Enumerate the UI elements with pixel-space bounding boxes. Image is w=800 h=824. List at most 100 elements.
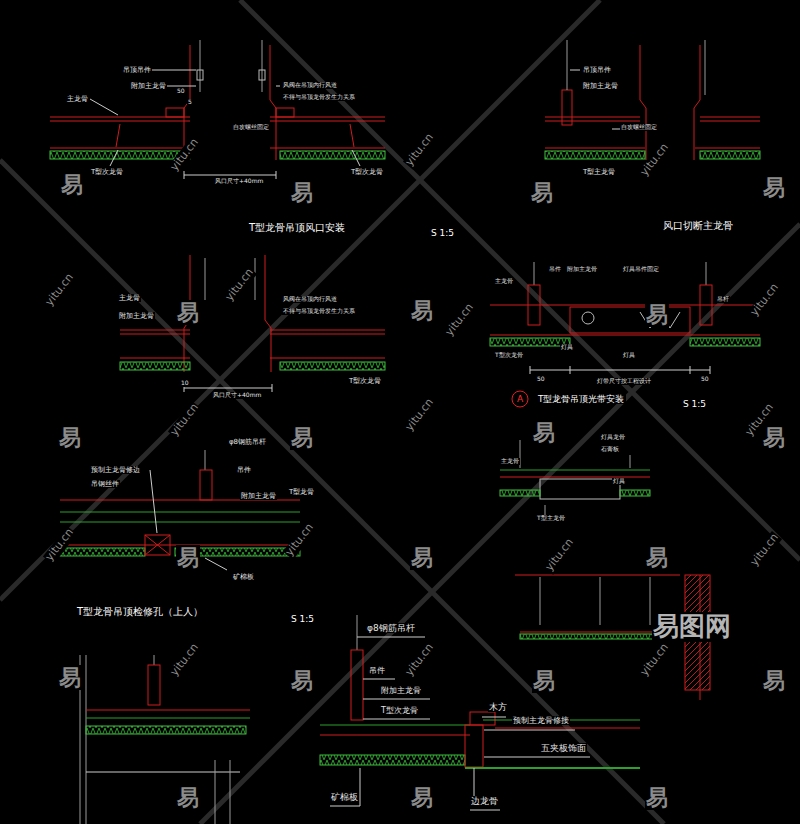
part-label: 边龙骨	[470, 796, 499, 806]
detail-title: 风口切断主龙骨	[662, 220, 734, 232]
part-label: 矿棉板	[330, 792, 359, 802]
part-label: 吊件	[548, 266, 562, 273]
watermark-url: yitu.cn	[403, 131, 437, 170]
watermark-url: yitu.cn	[223, 266, 257, 305]
part-label: 风口尺寸+40mm	[214, 178, 264, 185]
part-label: 灯具	[560, 344, 574, 351]
watermark-glyph: 易	[60, 172, 84, 197]
part-label: 灯具	[622, 352, 636, 359]
watermark-url: yitu.cn	[403, 641, 437, 680]
watermark-glyph: 易	[58, 665, 82, 690]
watermark-url: yitu.cn	[168, 136, 202, 175]
part-label: 5	[187, 99, 193, 106]
part-label: 吊顶吊件	[122, 66, 152, 74]
detail-title: T型龙骨吊顶光带安装	[537, 394, 626, 404]
watermark-url: yitu.cn	[638, 641, 672, 680]
part-label: 主龙骨	[494, 278, 514, 285]
watermark-glyph: 易	[58, 425, 82, 450]
part-label: 附加主龙骨	[130, 82, 167, 90]
part-label: 吊顶吊件	[582, 66, 612, 74]
part-label: 吊件	[368, 666, 386, 675]
part-label: 不得与吊顶龙骨发生力关系	[282, 94, 356, 101]
watermark-url: yitu.cn	[748, 531, 782, 570]
part-label: 风口尺寸+40mm	[212, 392, 262, 399]
part-label: 石膏板	[600, 446, 620, 453]
watermark-url: yitu.cn	[748, 281, 782, 320]
part-label: 风阀在吊顶内行风道	[282, 82, 338, 89]
part-label: 附加主龙骨	[566, 266, 598, 273]
watermark-url: yitu.cn	[43, 526, 77, 565]
part-label: 主龙骨	[118, 294, 141, 302]
part-label: 主龙骨	[500, 458, 520, 465]
detail-vent-2	[120, 255, 385, 392]
watermark-glyph: 易	[290, 668, 314, 693]
part-label: T型主龙骨	[582, 168, 616, 176]
part-label: T型次龙骨	[380, 706, 419, 715]
part-label: 预制主龙骨修接	[512, 716, 570, 725]
watermark-glyph: 易	[410, 785, 434, 810]
watermark-glyph: 易	[290, 180, 314, 205]
detail-access-hatch	[60, 450, 300, 570]
watermark-glyph: 易	[410, 545, 434, 570]
part-label: 自攻螺丝固定	[620, 124, 658, 131]
part-label: T型次龙骨	[90, 168, 124, 176]
part-label: 灯具龙骨	[600, 434, 626, 441]
detail-wall-ceiling	[80, 655, 250, 824]
part-label: 附加主龙骨	[118, 312, 155, 320]
watermark-glyph: 易	[532, 420, 556, 445]
watermark-url: yitu.cn	[283, 521, 317, 560]
part-label: 吊钢丝件	[90, 480, 120, 488]
part-label: 风阀在吊顶内行风道	[282, 296, 338, 303]
watermark-url: yitu.cn	[43, 271, 77, 310]
detail-title: S 1:5	[682, 399, 707, 409]
watermark-glyph: 易	[762, 668, 786, 693]
detail-title: T型龙骨吊顶检修孔（上人）	[76, 606, 204, 618]
detail-title: S 1:5	[290, 614, 315, 624]
part-label: 吊件	[236, 466, 252, 474]
part-label: φ8钢筋吊杆	[366, 623, 416, 633]
detail-cut-runner	[545, 40, 760, 160]
part-label: T型次龙骨	[350, 168, 384, 176]
part-label: 预制主龙骨修边	[90, 466, 141, 474]
part-label: 附加主龙骨	[240, 492, 277, 500]
watermark-glyph: 易	[645, 545, 669, 570]
part-label: 不得与吊顶龙骨发生力关系	[282, 308, 356, 315]
part-label: T型次龙骨	[494, 352, 524, 359]
part-label: 矿棉板	[232, 573, 255, 581]
watermark-url: yitu.cn	[543, 536, 577, 575]
detail-light-strip	[490, 262, 760, 407]
part-label: 50	[536, 376, 546, 383]
detail-edge-trim	[320, 615, 640, 810]
part-label: T型龙骨	[288, 488, 315, 496]
detail-title: T型龙骨吊顶风口安装	[248, 222, 346, 234]
watermark-url: yitu.cn	[403, 396, 437, 435]
part-label: T型次龙骨	[348, 377, 382, 385]
part-label: 自攻螺丝固定	[232, 124, 270, 131]
part-label: 灯具吊件固定	[622, 266, 660, 273]
detail-title: S 1:5	[430, 228, 455, 238]
part-label: 灯带尺寸按工程设计	[596, 378, 652, 385]
watermark-glyph: 易	[176, 545, 200, 570]
detail-gypsum	[500, 440, 650, 520]
watermark-url: yitu.cn	[443, 301, 477, 340]
part-label: 50	[700, 376, 710, 383]
watermark-glyph: 易	[762, 175, 786, 200]
watermark-glyph: 易	[645, 785, 669, 810]
part-label: φ8钢筋吊杆	[228, 438, 267, 446]
watermark-url: yitu.cn	[168, 641, 202, 680]
detail-vent	[50, 40, 385, 179]
watermark-glyph: 易	[530, 180, 554, 205]
part-label: T型主龙骨	[536, 515, 566, 522]
part-label: 附加主龙骨	[582, 82, 619, 90]
section-mark: A	[517, 394, 523, 404]
watermark-glyph: 易	[176, 300, 200, 325]
part-label: 10	[180, 380, 190, 387]
part-label: 附加主龙骨	[380, 686, 422, 695]
part-label: 主龙骨	[66, 95, 89, 103]
watermark-url: yitu.cn	[168, 401, 202, 440]
part-label: 木方	[488, 702, 508, 712]
